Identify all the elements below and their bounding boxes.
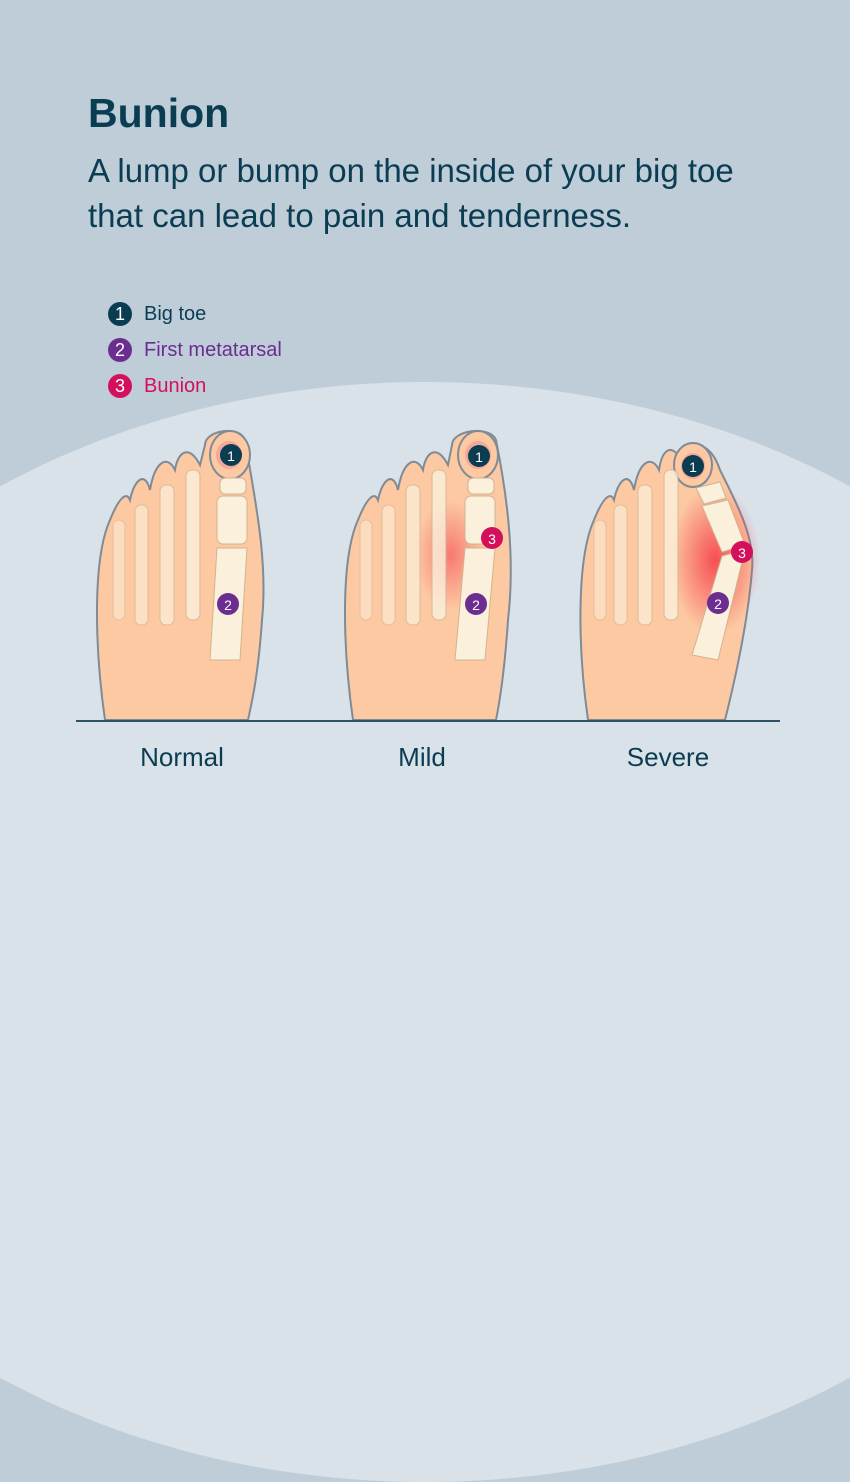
foot-severe-icon: 1 3 2	[579, 442, 760, 721]
marker-1-icon: 1	[108, 302, 132, 326]
stage-label-normal: Normal	[140, 742, 224, 772]
page-title: Bunion	[88, 90, 230, 136]
svg-text:2: 2	[472, 597, 480, 613]
svg-text:1: 1	[689, 459, 697, 475]
legend-item-big-toe: 1 Big toe	[108, 296, 282, 332]
legend-label: First metatarsal	[144, 338, 282, 361]
svg-text:3: 3	[738, 545, 746, 561]
page-subtitle: A lump or bump on the inside of your big…	[88, 152, 734, 234]
foot-normal-icon: 1 2	[95, 429, 265, 721]
stage-label-severe: Severe	[626, 742, 710, 772]
legend-item-bunion: 3 Bunion	[108, 368, 282, 404]
svg-text:1: 1	[475, 449, 483, 465]
marker-2-icon: 2	[108, 338, 132, 362]
svg-text:2: 2	[224, 597, 232, 613]
legend: 1 Big toe 2 First metatarsal 3 Bunion	[108, 296, 282, 404]
stage-label-mild: Mild	[398, 742, 446, 772]
legend-label: Bunion	[144, 374, 207, 397]
svg-text:3: 3	[488, 531, 496, 547]
svg-text:1: 1	[227, 448, 235, 464]
legend-item-first-metatarsal: 2 First metatarsal	[108, 332, 282, 368]
marker-3-icon: 3	[108, 374, 132, 398]
legend-label: Big toe	[144, 302, 207, 325]
svg-text:2: 2	[714, 596, 722, 612]
foot-mild-icon: 1 3 2	[343, 429, 512, 721]
foot-illustrations: 1 2 1 3 2 1 3 2	[76, 429, 780, 722]
